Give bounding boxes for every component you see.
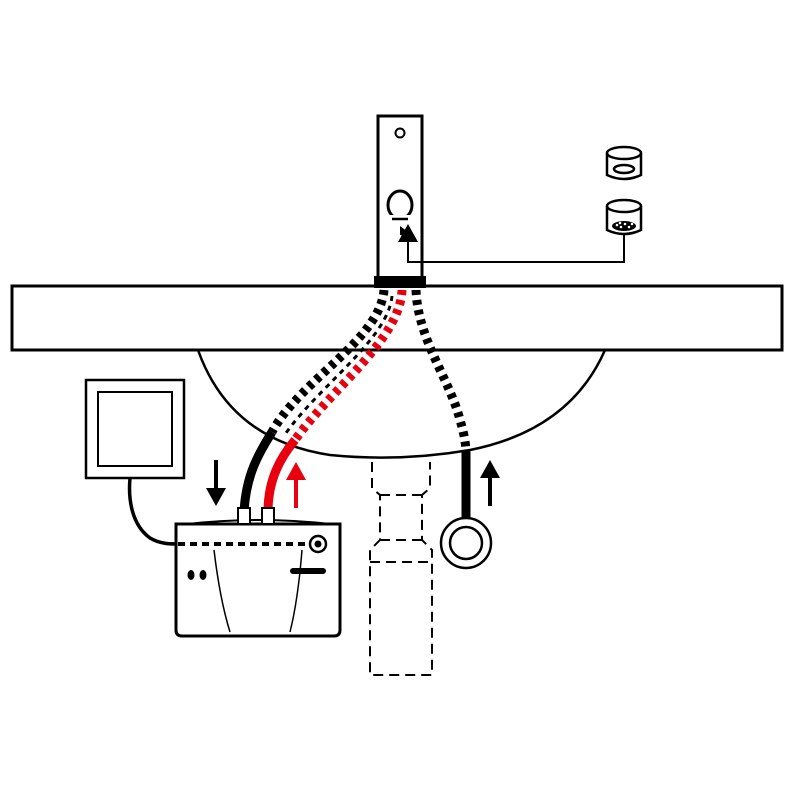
hot-hose <box>263 289 407 513</box>
indicator-light-icon <box>199 570 207 580</box>
washbasin-countertop <box>10 284 784 352</box>
faucet <box>374 114 426 288</box>
aerator-lower <box>605 198 643 236</box>
drain-pipe <box>369 462 433 676</box>
aerator-upper <box>605 145 643 181</box>
indicator-light-icon <box>187 570 195 580</box>
supply-hose <box>411 289 471 520</box>
control-panel[interactable] <box>84 378 186 480</box>
heater-slot-icon <box>290 568 326 574</box>
shutoff-valve[interactable] <box>439 516 493 570</box>
aerator-callout-arrowhead <box>398 224 418 242</box>
water-heater-unit[interactable] <box>174 507 342 638</box>
aerator-callout-line <box>398 224 625 263</box>
cold-hose <box>239 289 389 513</box>
cold-inlet-arrow <box>206 460 226 506</box>
hot-outlet-arrow <box>286 462 306 508</box>
sink-bowl <box>196 349 607 459</box>
faucet-sensor-icon <box>386 189 414 221</box>
control-cable <box>127 477 179 546</box>
faucet-screw-icon <box>394 127 406 139</box>
supply-inlet-arrow <box>480 460 500 506</box>
